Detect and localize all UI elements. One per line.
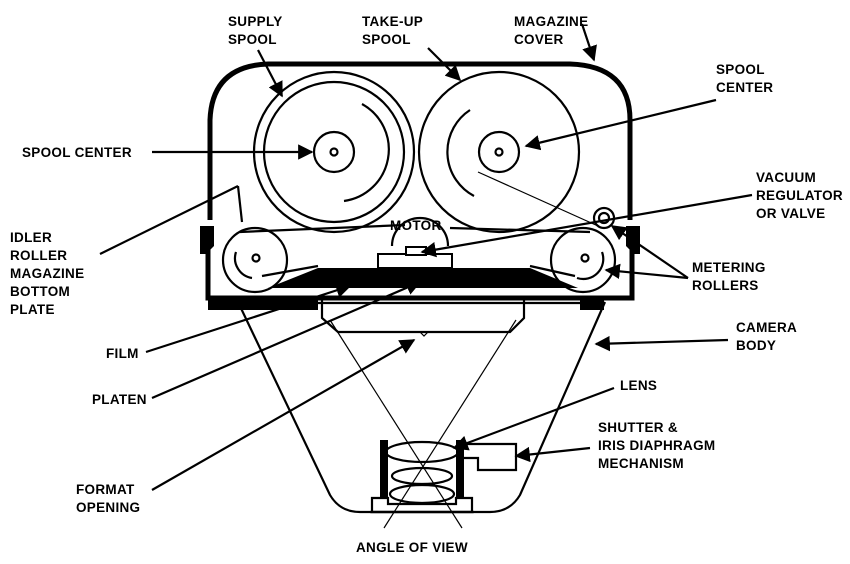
label-film: FILM [106,346,139,361]
label-camera-body: CAMERA BODY [736,320,801,353]
motor [377,216,453,269]
platen [268,268,578,288]
label-spool-center-left: SPOOL CENTER [22,145,132,160]
label-format-opening: FORMAT OPENING [76,482,140,515]
angle-of-view-lines [329,319,517,529]
label-supply-spool: SUPPLY SPOOL [228,14,286,47]
label-metering-rollers: METERING ROLLERS [692,260,770,293]
label-motor: MOTOR [390,218,442,233]
label-idler-roller: IDLER ROLLER MAGAZINE BOTTOM PLATE [10,230,88,317]
take-up-spool [417,70,581,234]
magazine-cover [205,61,635,301]
magazine-bottom-plate [208,296,604,310]
label-shutter: SHUTTER & IRIS DIAPHRAGM MECHANISM [598,420,720,471]
label-take-up-spool: TAKE-UP SPOOL [362,14,427,47]
take-up-spool-center [477,130,521,174]
label-spool-center-right: SPOOL CENTER [716,62,773,95]
label-magazine-cover: MAGAZINE COVER [514,14,592,47]
label-platen: PLATEN [92,392,147,407]
idler-roller [221,226,289,294]
label-lens: LENS [620,378,657,393]
format-opening [320,298,526,337]
shutter-mechanism [462,442,518,472]
lens-assembly [370,440,474,514]
label-vacuum-regulator: VACUUM REGULATOR OR VALVE [756,170,847,221]
label-angle-of-view: ANGLE OF VIEW [356,540,468,555]
supply-spool-center [312,130,356,174]
magazine-side-brackets [200,226,640,254]
leader-lines [99,23,753,491]
